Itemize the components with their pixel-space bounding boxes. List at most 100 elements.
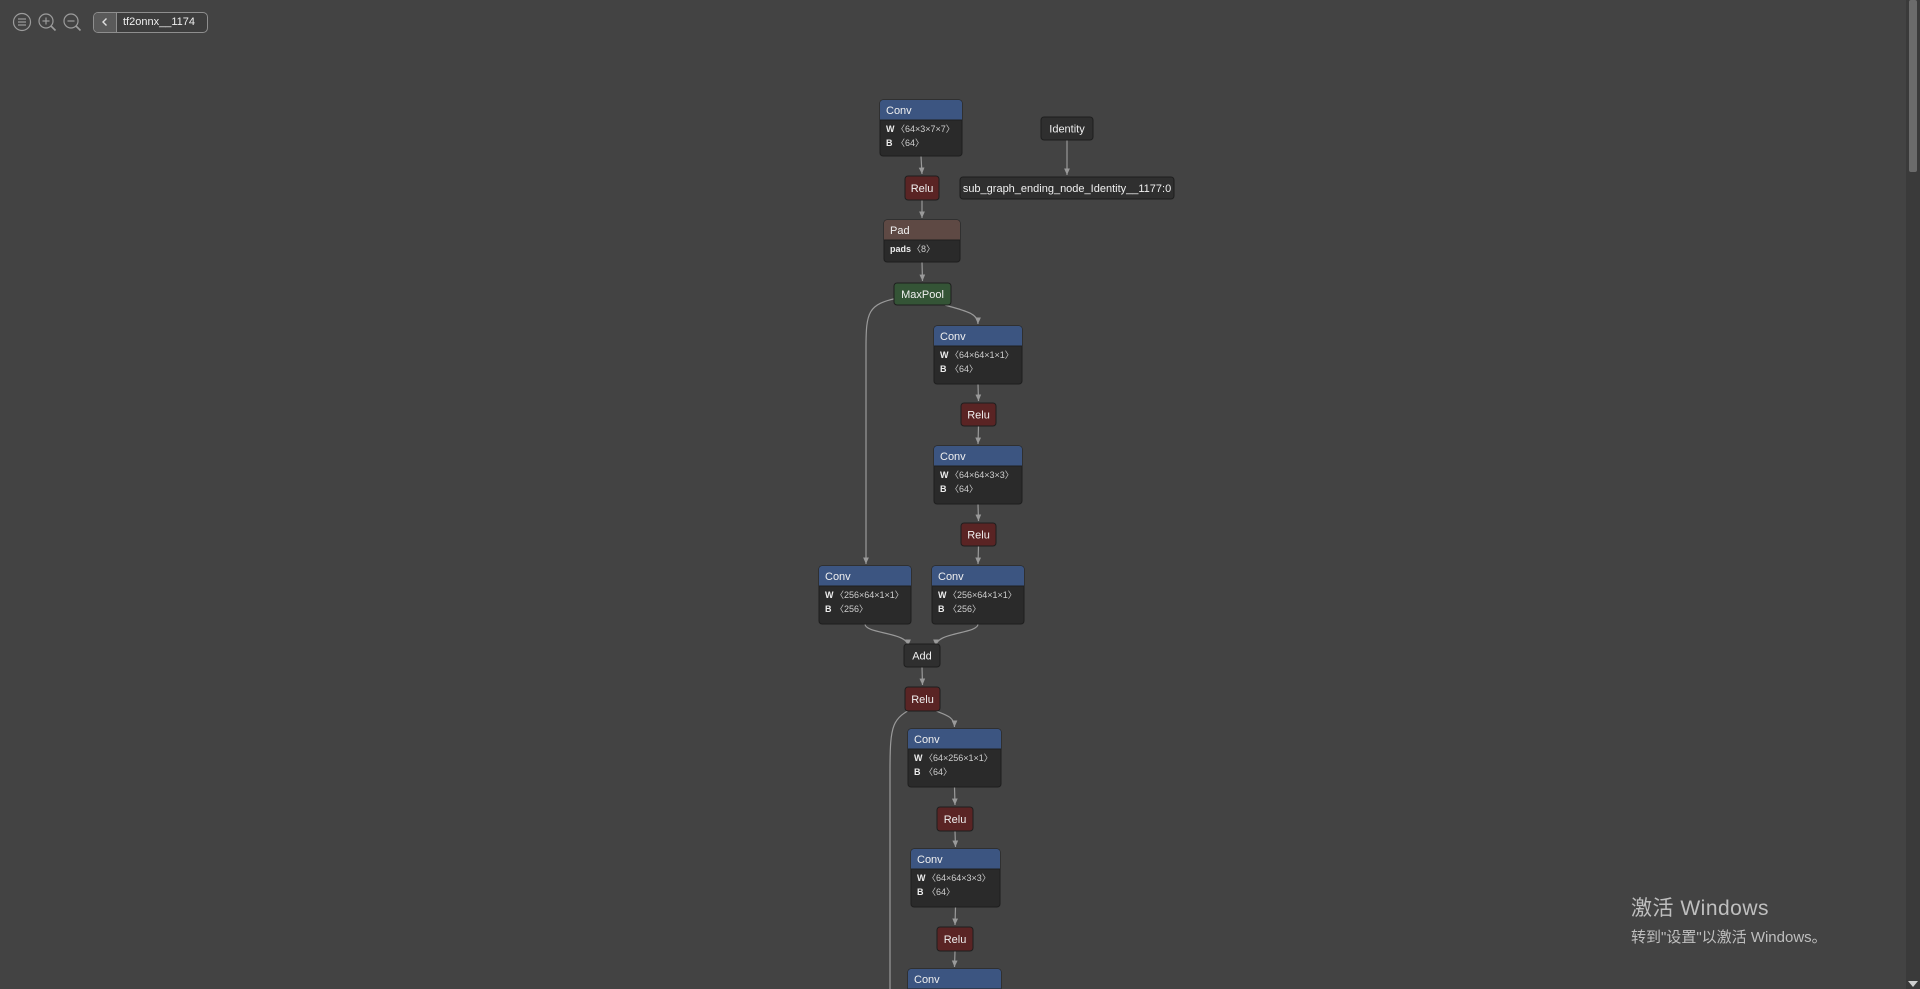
node-attr-value: 〈64×64×3×3〉 [950, 470, 1014, 480]
node-title: Conv [938, 571, 964, 583]
graph-edge [933, 623, 979, 647]
node-attr-value: 〈256〉 [948, 604, 981, 614]
graph-edge [944, 304, 981, 325]
node-attr-key: W [914, 753, 923, 763]
node-attr-key: B [914, 767, 921, 777]
node-title: Conv [886, 105, 912, 117]
graph-node-relu3[interactable]: Relu [960, 522, 997, 547]
node-attr-key: B [886, 138, 893, 148]
graph-nodes: ConvW〈64×3×7×7〉B〈64〉ReluPadpads〈8〉MaxPoo… [818, 99, 1175, 989]
graph-node-relu6[interactable]: Relu [936, 926, 974, 952]
node-attr-value: 〈256×64×1×1〉 [948, 590, 1017, 600]
node-attr-key: W [940, 470, 949, 480]
watermark-subtitle: 转到"设置"以激活 Windows。 [1631, 929, 1827, 946]
node-attr-value: 〈64〉 [896, 138, 924, 148]
node-attr-value: 〈64〉 [924, 767, 952, 777]
node-attr-value: 〈8〉 [912, 244, 935, 254]
scrollbar-thumb[interactable] [1909, 0, 1917, 172]
node-title: Conv [940, 331, 966, 343]
graph-node-conv8[interactable]: Conv [907, 968, 1002, 989]
node-attr-value: 〈256〉 [835, 604, 868, 614]
node-title: Conv [940, 451, 966, 463]
graph-edge [919, 261, 926, 282]
zoom-out-icon[interactable] [62, 12, 82, 32]
chevron-left-icon [102, 18, 107, 26]
breadcrumb: tf2onnx__1174 [93, 11, 208, 33]
node-attr-value: 〈64×256×1×1〉 [924, 753, 993, 763]
node-attr-key: B [938, 604, 945, 614]
scroll-down-arrow-icon[interactable] [1908, 981, 1918, 987]
node-attr-value: 〈256×64×1×1〉 [835, 590, 904, 600]
node-title: sub_graph_ending_node_Identity__1177:0 [963, 183, 1171, 195]
node-title: Conv [914, 974, 940, 986]
graph-edge [975, 383, 982, 402]
node-attr-key: W [917, 873, 926, 883]
vertical-scrollbar[interactable] [1906, 0, 1920, 989]
back-button[interactable] [94, 12, 117, 32]
node-attr-key: B [825, 604, 832, 614]
graph-edge [935, 710, 958, 728]
node-attr-value: 〈64×64×3×3〉 [927, 873, 991, 883]
node-attr-key: B [940, 484, 947, 494]
graph-edges [863, 140, 1070, 989]
graph-node-output1[interactable]: sub_graph_ending_node_Identity__1177:0 [959, 176, 1175, 200]
graph-edge [863, 297, 899, 564]
node-title: Relu [944, 814, 967, 826]
node-title: Conv [917, 854, 943, 866]
graph-edge [952, 830, 959, 848]
graph-edge [951, 786, 958, 806]
zoom-in-icon[interactable] [37, 12, 57, 32]
node-attr-key: W [886, 124, 895, 134]
node-title: Conv [825, 571, 851, 583]
windows-activation-watermark: 激活 Windows 转到"设置"以激活 Windows。 [1631, 892, 1827, 947]
graph-edge [918, 155, 925, 175]
node-title: Pad [890, 225, 910, 237]
node-attr-key: W [938, 590, 947, 600]
node-attr-key: W [825, 590, 834, 600]
node-title: Relu [967, 530, 990, 542]
node-title: MaxPool [901, 289, 944, 301]
node-attr-key: B [917, 887, 924, 897]
graph-edge [975, 425, 982, 445]
node-title: Identity [1049, 124, 1085, 136]
sidebar-menu-icon[interactable] [12, 12, 32, 32]
node-attr-value: 〈64×3×7×7〉 [896, 124, 955, 134]
node-title: Relu [967, 410, 990, 422]
graph-node-pad1[interactable]: Pad pads〈8〉 [883, 219, 961, 263]
graph-node-add1[interactable]: Add [903, 643, 941, 668]
graph-node-relu5[interactable]: Relu [936, 806, 974, 832]
node-title: Add [912, 651, 932, 663]
breadcrumb-graph-name[interactable]: tf2onnx__1174 [123, 15, 195, 28]
graph-node-relu2[interactable]: Relu [960, 402, 997, 427]
graph-edge [952, 906, 959, 926]
node-attr-key: B [940, 364, 947, 374]
node-attr-value: 〈64〉 [950, 364, 978, 374]
node-attr-value: 〈64×64×1×1〉 [950, 350, 1014, 360]
node-title: Relu [911, 694, 934, 706]
node-title: Relu [911, 183, 934, 195]
graph-edge [951, 950, 958, 968]
node-attr-value: 〈64〉 [927, 887, 955, 897]
watermark-title: 激活 Windows [1631, 897, 1770, 920]
graph-edge [864, 623, 911, 647]
graph-node-identity1[interactable]: Identity [1040, 116, 1094, 141]
graph-node-relu1[interactable]: Relu [904, 175, 940, 201]
node-title: Relu [944, 934, 967, 946]
node-title: Conv [914, 734, 940, 746]
graph-node-relu4[interactable]: Relu [904, 686, 941, 712]
graph-node-maxpool1[interactable]: MaxPool [893, 282, 952, 306]
graph-edge [919, 666, 926, 686]
toolbar: tf2onnx__1174 [12, 11, 208, 33]
node-attr-value: 〈64〉 [950, 484, 978, 494]
node-attr-key: W [940, 350, 949, 360]
node-attr-key: pads [890, 244, 911, 254]
graph-edge [975, 503, 982, 522]
